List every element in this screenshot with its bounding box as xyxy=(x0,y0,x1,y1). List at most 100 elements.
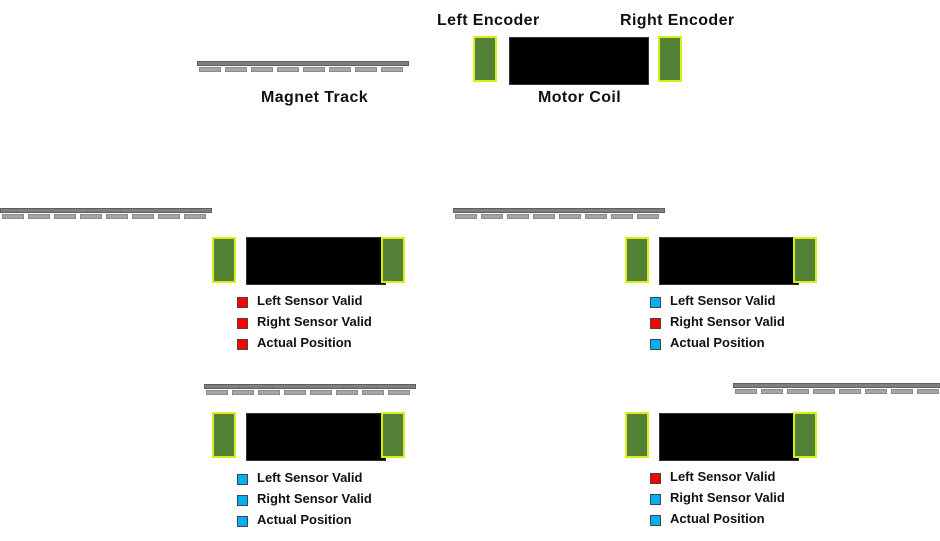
status-indicator-blue xyxy=(237,474,248,485)
status-indicator-blue xyxy=(237,495,248,506)
legend-label: Left Sensor Valid xyxy=(257,470,363,485)
right-encoder-panel-3 xyxy=(381,412,405,458)
magnet-segment xyxy=(481,214,503,219)
magnet-segment xyxy=(355,67,377,72)
magnet-track-panel-2 xyxy=(453,208,665,219)
magnet-segment xyxy=(813,389,835,394)
legend-row: Left Sensor Valid xyxy=(650,466,785,487)
magnet-track-panel-1 xyxy=(0,208,212,219)
legend-row: Actual Position xyxy=(237,332,372,353)
magnet-segment xyxy=(735,389,757,394)
legend-row: Right Sensor Valid xyxy=(650,487,785,508)
legend-label: Left Sensor Valid xyxy=(670,293,776,308)
status-indicator-red xyxy=(650,473,661,484)
status-indicator-red xyxy=(237,339,248,350)
magnet-segment xyxy=(839,389,861,394)
left-encoder-label: Left Encoder xyxy=(437,12,540,29)
legend-row: Left Sensor Valid xyxy=(237,290,372,311)
motor-coil-panel-1 xyxy=(246,237,386,285)
magnet-segment xyxy=(303,67,325,72)
legend-label: Right Sensor Valid xyxy=(257,491,372,506)
magnet-segment xyxy=(225,67,247,72)
left-encoder-panel-1 xyxy=(212,237,236,283)
magnet-segment xyxy=(381,67,403,72)
magnet-segment xyxy=(559,214,581,219)
right-encoder-key xyxy=(658,36,682,82)
magnet-segment xyxy=(232,390,254,395)
track-rail xyxy=(197,61,409,66)
magnet-segment xyxy=(336,390,358,395)
magnet-segment xyxy=(917,389,939,394)
magnet-segment xyxy=(329,67,351,72)
magnet-segment xyxy=(455,214,477,219)
status-indicator-red xyxy=(237,318,248,329)
magnet-segment xyxy=(637,214,659,219)
status-indicator-blue xyxy=(650,494,661,505)
legend-label: Left Sensor Valid xyxy=(257,293,363,308)
legend-label: Actual Position xyxy=(257,335,352,350)
motor-coil-panel-4 xyxy=(659,413,799,461)
status-indicator-blue xyxy=(650,515,661,526)
magnet-segment xyxy=(251,67,273,72)
magnet-segment xyxy=(761,389,783,394)
legend-label: Left Sensor Valid xyxy=(670,469,776,484)
magnet-segment xyxy=(611,214,633,219)
right-encoder-panel-1 xyxy=(381,237,405,283)
legend-label: Actual Position xyxy=(670,335,765,350)
right-encoder-panel-4 xyxy=(793,412,817,458)
legend-row: Right Sensor Valid xyxy=(237,311,372,332)
magnet-segment xyxy=(507,214,529,219)
legend-row: Actual Position xyxy=(650,508,785,529)
magnet-segment xyxy=(158,214,180,219)
magnet-segment xyxy=(132,214,154,219)
legend-row: Left Sensor Valid xyxy=(650,290,785,311)
motor-coil-label: Motor Coil xyxy=(538,89,622,106)
left-encoder-panel-2 xyxy=(625,237,649,283)
legend-label: Actual Position xyxy=(670,511,765,526)
magnet-segment xyxy=(533,214,555,219)
status-indicator-red xyxy=(650,318,661,329)
magnet-segment xyxy=(106,214,128,219)
magnet-segment xyxy=(28,214,50,219)
legend-row: Right Sensor Valid xyxy=(237,488,372,509)
magnet-segment xyxy=(787,389,809,394)
left-encoder-panel-4 xyxy=(625,412,649,458)
magnet-segment xyxy=(54,214,76,219)
motor-coil-key xyxy=(509,37,649,85)
track-rail xyxy=(733,383,940,388)
magnet-track-label: Magnet Track xyxy=(261,89,369,106)
status-indicator-red xyxy=(237,297,248,308)
legend-label: Right Sensor Valid xyxy=(670,314,785,329)
magnet-segment xyxy=(891,389,913,394)
right-encoder-label: Right Encoder xyxy=(620,12,735,29)
right-encoder-panel-2 xyxy=(793,237,817,283)
magnet-segment xyxy=(199,67,221,72)
magnet-segment xyxy=(388,390,410,395)
magnet-track-panel-4 xyxy=(733,383,940,394)
left-encoder-key xyxy=(473,36,497,82)
legend-label: Right Sensor Valid xyxy=(670,490,785,505)
magnet-segment xyxy=(2,214,24,219)
left-encoder-panel-3 xyxy=(212,412,236,458)
magnet-segment xyxy=(184,214,206,219)
magnet-segment xyxy=(206,390,228,395)
legend-label: Actual Position xyxy=(257,512,352,527)
magnet-track-key xyxy=(197,61,409,72)
magnet-segment xyxy=(362,390,384,395)
magnet-segment xyxy=(284,390,306,395)
status-indicator-blue xyxy=(650,297,661,308)
magnet-segment xyxy=(258,390,280,395)
magnet-track-panel-3 xyxy=(204,384,416,395)
legend-label: Right Sensor Valid xyxy=(257,314,372,329)
magnet-segment xyxy=(865,389,887,394)
track-rail xyxy=(453,208,665,213)
track-rail xyxy=(204,384,416,389)
status-indicator-blue xyxy=(237,516,248,527)
motor-coil-panel-3 xyxy=(246,413,386,461)
magnet-segment xyxy=(310,390,332,395)
magnet-segment xyxy=(80,214,102,219)
